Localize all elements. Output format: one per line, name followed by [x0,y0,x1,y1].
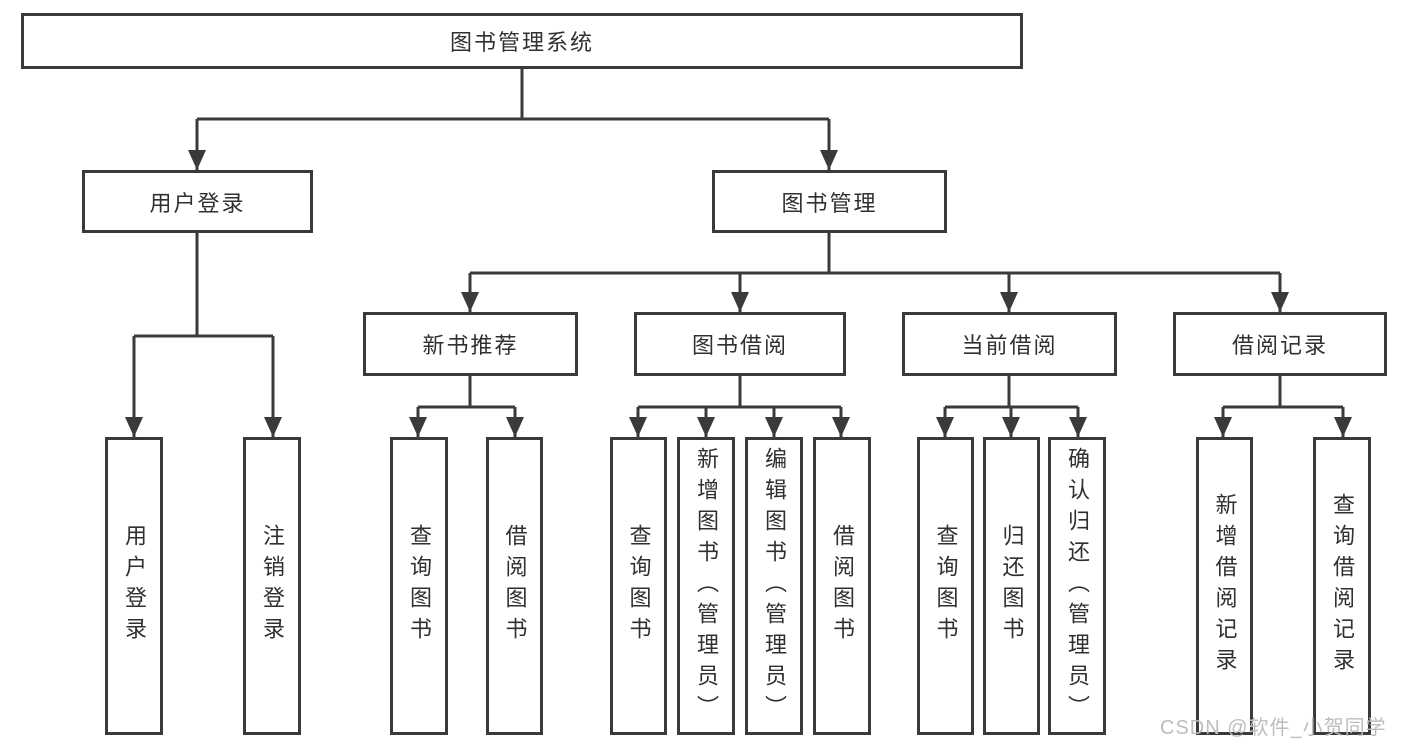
leaf-add-books-admin: 新增图书（管理员） [677,437,735,735]
leaf-query-books-current-label: 查询图书 [933,524,959,648]
leaf-borrow-books-label: 借阅图书 [830,524,855,648]
leaf-edit-books-admin-label: 编辑图书（管理员） [762,446,787,726]
node-current-borrow-label: 当前借阅 [961,333,1058,358]
leaf-query-books-borrow-label: 查询图书 [626,524,652,648]
leaf-confirm-return-admin-label: 确认归还（管理员） [1065,446,1090,726]
node-book-borrow-label: 图书借阅 [691,333,788,358]
node-root-label: 图书管理系统 [449,30,594,55]
leaf-query-books-recommend: 查询图书 [390,437,448,735]
node-book-management-label: 图书管理 [781,190,878,216]
leaf-add-borrow-record: 新增借阅记录 [1196,437,1253,735]
node-book-management: 图书管理 [712,170,947,233]
leaf-query-books-current: 查询图书 [917,437,974,735]
node-current-borrow: 当前借阅 [902,312,1117,376]
leaf-user-login: 用户登录 [105,437,163,735]
node-root-system: 图书管理系统 [21,13,1023,69]
leaf-user-login-label: 用户登录 [122,524,147,648]
node-new-book-recommend: 新书推荐 [363,312,578,376]
leaf-return-books-label: 归还图书 [999,524,1025,648]
node-borrow-records-label: 借阅记录 [1231,333,1328,358]
node-user-login-label: 用户登录 [149,190,246,216]
leaf-edit-books-admin: 编辑图书（管理员） [745,437,803,735]
leaf-borrow-books: 借阅图书 [813,437,871,735]
leaf-query-books-borrow: 查询图书 [610,437,667,735]
leaf-logout-label: 注销登录 [260,524,285,648]
leaf-query-borrow-record: 查询借阅记录 [1313,437,1371,735]
leaf-add-borrow-record-label: 新增借阅记录 [1212,493,1238,679]
node-borrow-records: 借阅记录 [1173,312,1387,376]
leaf-borrow-books-recommend: 借阅图书 [486,437,543,735]
leaf-borrow-books-recommend-label: 借阅图书 [502,524,528,648]
node-user-login: 用户登录 [82,170,313,233]
leaf-query-borrow-record-label: 查询借阅记录 [1330,493,1355,679]
leaf-logout: 注销登录 [243,437,301,735]
node-new-book-recommend-label: 新书推荐 [422,333,519,358]
watermark: CSDN @软件_小贺同学 [1160,717,1387,739]
node-book-borrow: 图书借阅 [634,312,846,376]
leaf-confirm-return-admin: 确认归还（管理员） [1048,437,1106,735]
leaf-query-books-recommend-label: 查询图书 [407,524,432,648]
leaf-add-books-admin-label: 新增图书（管理员） [694,446,719,726]
leaf-return-books: 归还图书 [983,437,1040,735]
